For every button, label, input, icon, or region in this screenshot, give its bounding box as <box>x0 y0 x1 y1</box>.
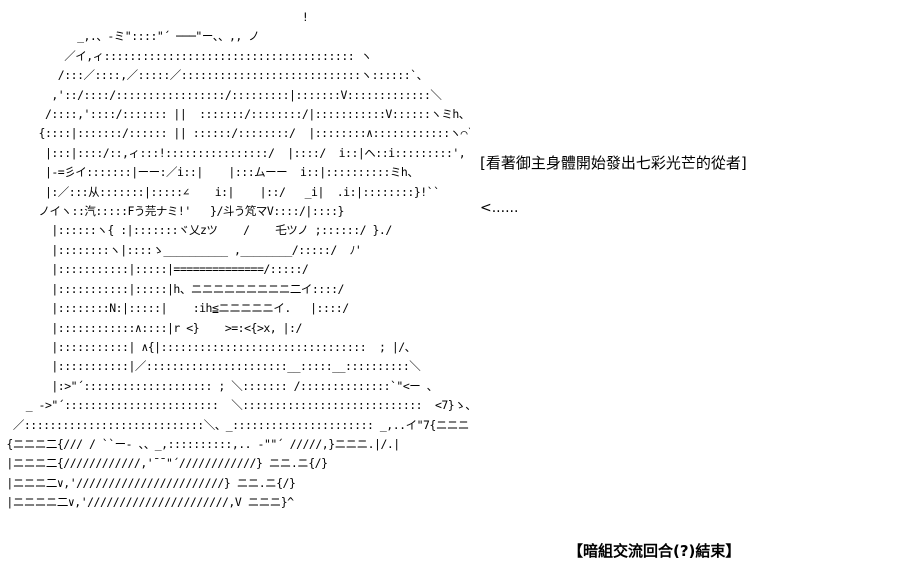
ascii-art-line: |:>"´:::::::::::::::::::: ; ＼::::::: /::… <box>0 378 438 393</box>
ascii-art-line: |ニニニ二∨,'///////////////////////} ニニ.ニ{/} <box>0 475 296 490</box>
caption-mid: <...... <box>480 200 519 216</box>
ascii-art-line: |:::|::::/::,ィ:::!::::::::::::::::/ |:::… <box>0 145 466 160</box>
ascii-art-line: |ニニニニ二∨,'//////////////////////,V ニニニ}^ <box>0 495 294 510</box>
ascii-art-line: ,'::/::::/:::::::::::::::::/:::::::::|::… <box>0 87 442 102</box>
ascii-art-line: ／::::::::::::::::::::::::::::＼、_::::::::… <box>0 417 470 432</box>
ascii-art-line: {ニニニ二{/// / ``ー- 、、_,::::::::::,.. -""´ … <box>0 436 400 451</box>
ascii-art-line: |-=彡イ:::::::|ーー:／i::| |:::ムーー i::|::::::… <box>0 165 419 180</box>
ascii-art-figure: ! _,.、-ミ"::::"´ ───"ー、、,, ノ ／イ,ィ::::::::… <box>0 8 470 568</box>
ascii-art-line: |::::::ヽ{ :|:::::::ヾ乂zツ / 乇ツノ ;::::::/ }… <box>0 223 392 238</box>
ascii-art-line: |:::::::::::|／::::::::::::::::::::::__::… <box>0 359 421 374</box>
caption-bottom: 【暗組交流回合(?)結束】 <box>568 542 741 560</box>
ascii-art-line: |:／:::从:::::::|:::::∠ i:| |::/ _i| .i:|:… <box>0 184 440 199</box>
ascii-art-line: |::::::::::::∧::::|r <} >=:<{>x, |:/ <box>0 320 302 335</box>
ascii-art-line: |ニニニ二{////////////,'¯¯"´////////////} ニニ… <box>0 456 328 471</box>
ascii-art-line: ノイヽ::汽:::::Fう芫ナミ!' }/斗う竼マV::::/|::::} <box>0 204 345 219</box>
ascii-art-line: |:::::::::::| ∧{|:::::::::::::::::::::::… <box>0 339 416 354</box>
caption-top: [看著御主身體開始發出七彩光芒的從者] <box>480 154 747 172</box>
ascii-art-line: _ ->"´:::::::::::::::::::::::: ＼::::::::… <box>0 398 470 413</box>
ascii-art-line: ／イ,ィ::::::::::::::::::::::::::::::::::::… <box>0 48 372 63</box>
ascii-art-line: {::::|:::::::/:::::: || ::::::/::::::::/… <box>0 126 470 141</box>
ascii-art-line: _,.、-ミ"::::"´ ───"ー、、,, ノ <box>0 29 260 44</box>
ascii-art-line: |::::::::N:|:::::| :ih≦ニニニニニイ. |::::/ <box>0 301 349 316</box>
ascii-art-line: ! <box>0 10 309 24</box>
ascii-art-line: |::::::::ヽ|::::ゝ__________ ,________/:::… <box>0 242 362 257</box>
ascii-art-line: |:::::::::::|:::::|h、ニニニニニニニニニ二イ::::/ <box>0 281 344 296</box>
ascii-art-line: |:::::::::::|:::::|==============/:::::/ <box>0 262 309 277</box>
ascii-art-line: /::::,'::::/::::::: || :::::::/::::::::/… <box>0 107 470 122</box>
ascii-art-line: /:::／::::,／:::::／:::::::::::::::::::::::… <box>0 68 428 83</box>
